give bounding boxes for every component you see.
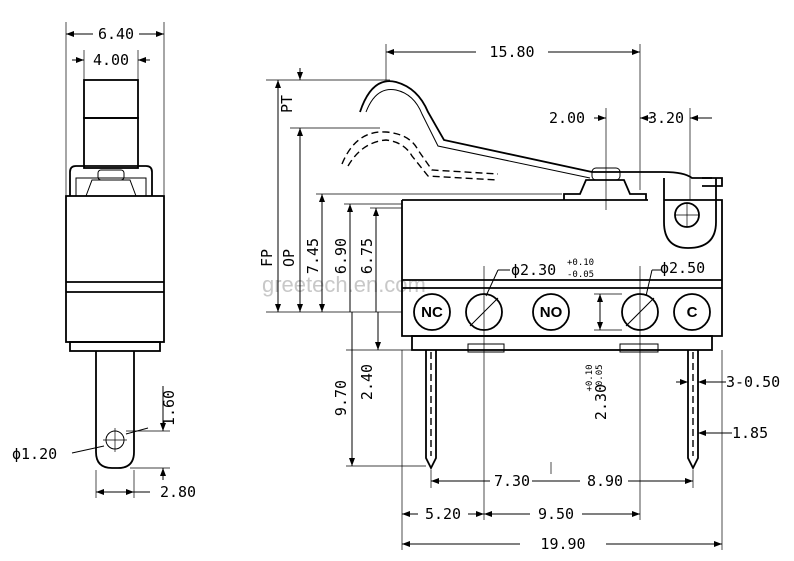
dim-hole-tol-minus: -0.05 bbox=[567, 270, 594, 280]
dim-pitch-2: 8.90 bbox=[587, 472, 623, 490]
dim-pin-hole-dia: ϕ1.20 bbox=[12, 445, 57, 463]
dim-hole-dia-2: ϕ2.50 bbox=[660, 259, 705, 277]
front-view: NC NO C 15.80 2.00 3.20 bbox=[258, 43, 780, 553]
dim-height-body: 6.75 bbox=[358, 238, 376, 274]
dim-side-width-outer: 6.40 bbox=[98, 25, 134, 43]
dim-base-offset: 2.40 bbox=[358, 364, 376, 400]
side-lever-stem bbox=[83, 117, 139, 169]
dim-pt-label: PT bbox=[278, 95, 296, 113]
dim-hole-spacing: 9.50 bbox=[538, 505, 574, 523]
terminal-c-label: C bbox=[687, 304, 698, 321]
lever-free bbox=[359, 80, 593, 173]
dim-fp-label: FP bbox=[258, 249, 276, 267]
switch-body bbox=[401, 199, 723, 337]
dim-overall-length: 19.90 bbox=[540, 535, 585, 553]
dim-hole-dia-1: ϕ2.30 bbox=[511, 261, 556, 279]
side-plunger-top bbox=[97, 169, 125, 181]
side-base bbox=[69, 341, 161, 352]
pin-nc bbox=[425, 350, 437, 471]
dim-lever-span: 15.80 bbox=[489, 43, 534, 61]
terminal-no-label: NO bbox=[540, 304, 563, 321]
terminal-c-marker bbox=[673, 293, 711, 331]
dim-roller-to-end: 3.20 bbox=[648, 109, 684, 127]
dim-hole-height-tol-plus: +0.10 bbox=[585, 364, 595, 391]
terminal-nc-label: NC bbox=[421, 304, 443, 321]
plunger-cap bbox=[563, 179, 647, 200]
dim-height-op: 6.90 bbox=[332, 238, 350, 274]
dim-pitch-1: 7.30 bbox=[494, 472, 530, 490]
pin-c bbox=[687, 350, 699, 471]
dim-hole-tol-plus: +0.10 bbox=[567, 258, 594, 268]
dim-op-label: OP bbox=[280, 249, 298, 267]
dim-hole-height: 2.30 bbox=[592, 384, 610, 420]
dim-side-pin-width: 2.80 bbox=[160, 483, 196, 501]
dim-terminal-width: 1.85 bbox=[732, 424, 768, 442]
dim-roller-offset: 2.00 bbox=[549, 109, 585, 127]
side-body bbox=[65, 195, 165, 343]
terminal-no-marker bbox=[532, 293, 570, 331]
side-cap-outline bbox=[69, 165, 153, 196]
roller-bracket bbox=[663, 178, 717, 249]
side-view: 6.40 4.00 1.60 ϕ1.20 2.80 bbox=[12, 22, 196, 501]
side-terminal-pin bbox=[95, 351, 135, 469]
dim-height-fp: 7.45 bbox=[304, 238, 322, 274]
dim-pin-length: 9.70 bbox=[332, 380, 350, 416]
dim-side-width-inner: 4.00 bbox=[93, 51, 129, 69]
side-cap-inner bbox=[75, 177, 147, 196]
dim-hole-height-tol-minus: -0.05 bbox=[595, 364, 605, 391]
dim-pin-hole-height: 1.60 bbox=[160, 390, 178, 426]
terminal-nc-marker bbox=[413, 293, 451, 331]
side-lever-block bbox=[83, 79, 139, 119]
dim-edge-to-pin: 5.20 bbox=[425, 505, 461, 523]
switch-base bbox=[411, 335, 713, 351]
lever-pressed bbox=[341, 131, 499, 175]
dim-terminal-thickness: 3-0.50 bbox=[726, 373, 780, 391]
side-plunger bbox=[85, 179, 137, 197]
watermark: greetech.en.com bbox=[262, 272, 426, 297]
